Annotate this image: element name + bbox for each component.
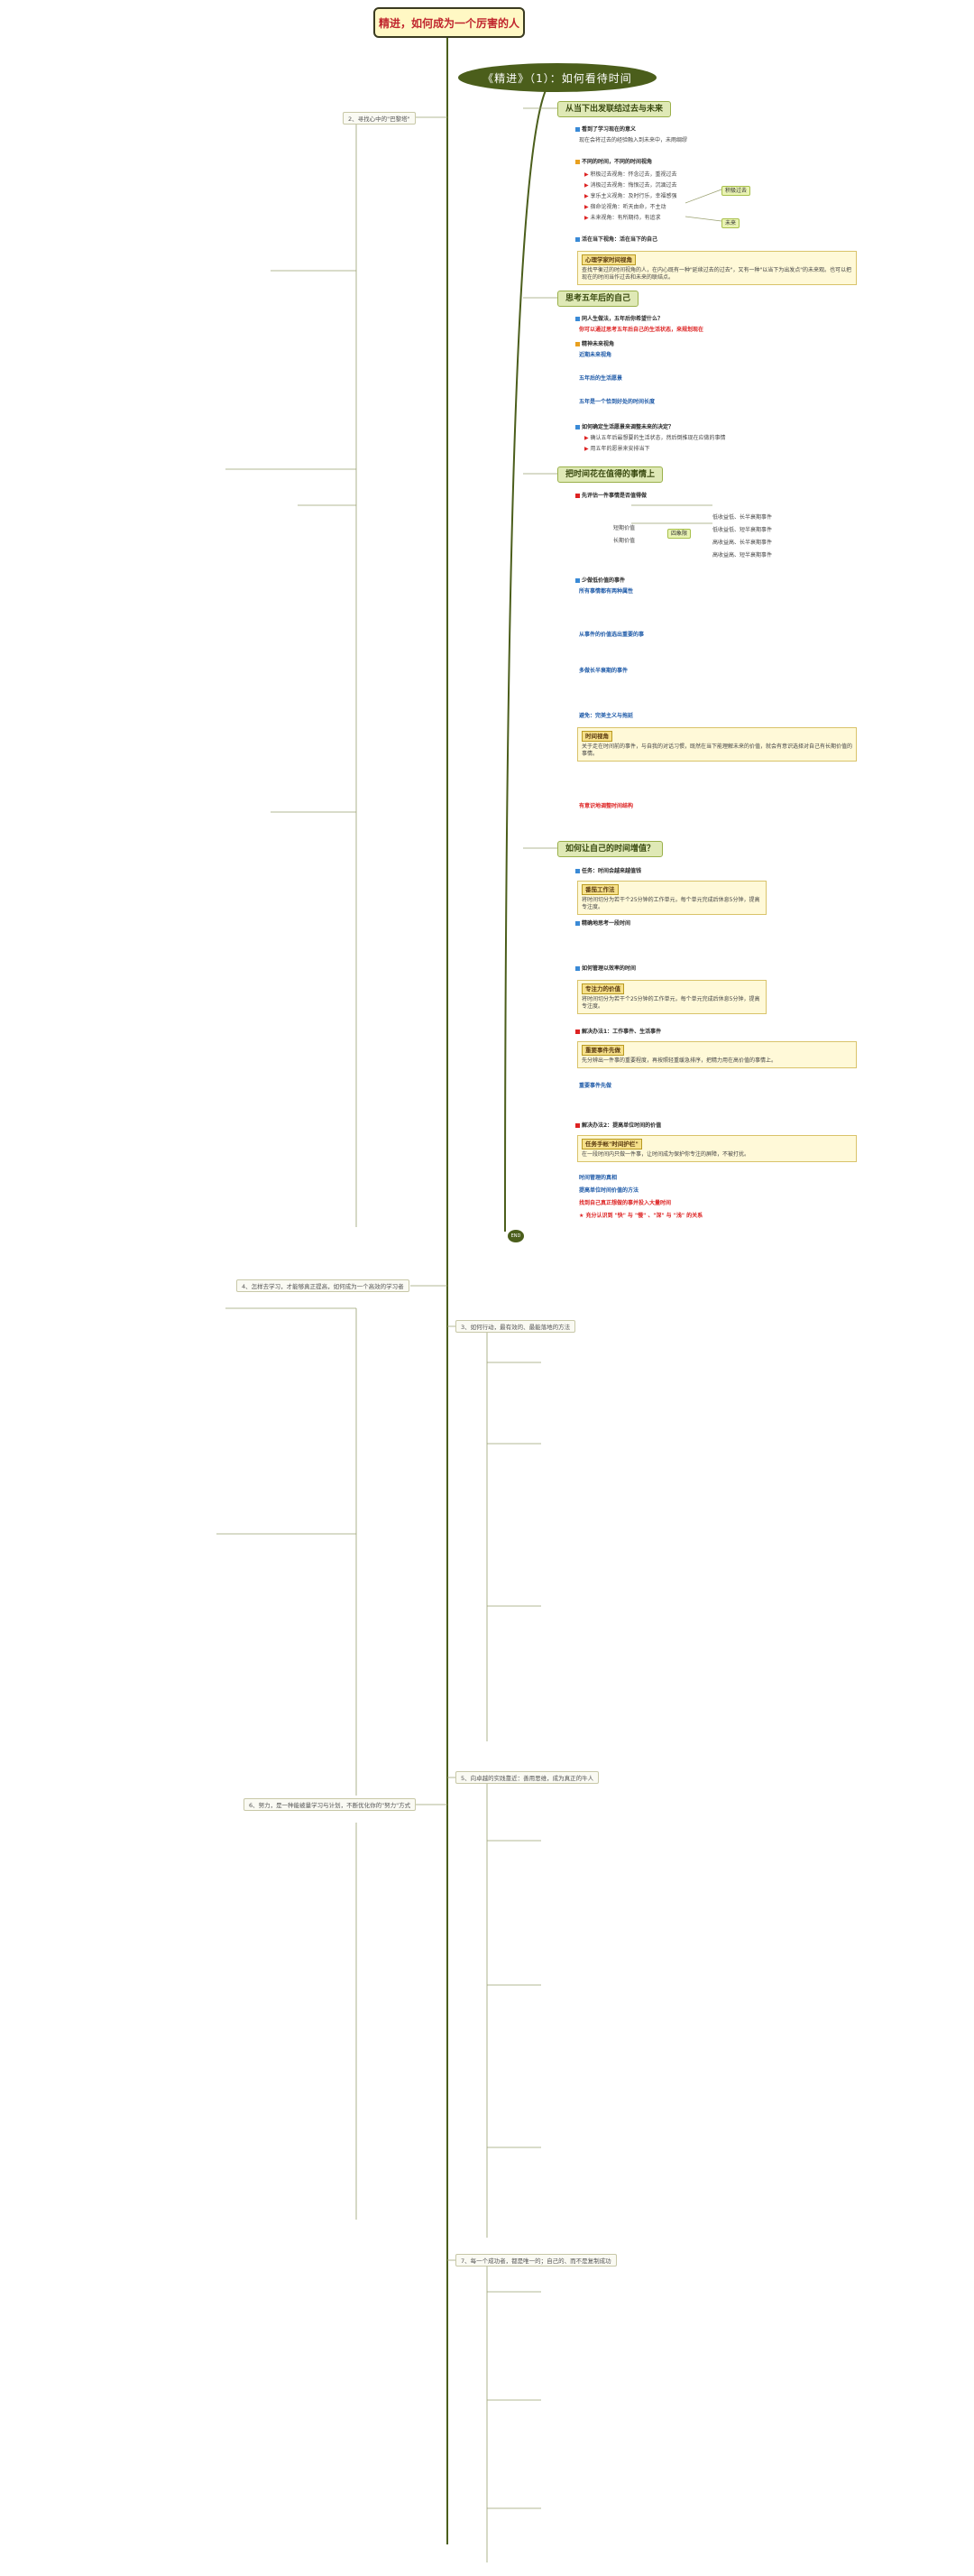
s3-quadrant: 四象限 <box>667 529 692 539</box>
s1-item-present: 活在当下视角：活在当下的自己 <box>575 236 657 244</box>
s3-q4: 高收益高、短半衰期事件 <box>712 552 773 559</box>
s3-two-attrs: 所有事情都有两种属性 <box>579 588 634 595</box>
s4-find: 找到自己真正想做的事并投入大量时间 <box>579 1200 672 1206</box>
s4-think: 精确地思考一段时间 <box>575 920 630 928</box>
s2-arrange: ▶ 用五年的愿景来安排当下 <box>584 446 650 452</box>
branch-excellence[interactable]: 5、向卓越的实践靠近：善用思维，成为真正的牛人 <box>455 1771 600 1784</box>
note-important-first: 重要事件先做先分辨出一件事的重要程度，再按照轻重缓急排序，把精力用在高价值的事情… <box>577 1041 857 1068</box>
branch-learning[interactable]: 4、怎样去学习，才能够真正提高，如何成为一个高效的学习者 <box>236 1279 409 1292</box>
note-time-view: 时间视角关于走在时间前的事件，与自我的对话习惯，既然在当下能理解未来的价值，就会… <box>577 727 857 762</box>
section-worth-time[interactable]: 把时间花在值得的事情上 <box>557 466 664 483</box>
s3-q1: 低收益低、长半衰期事件 <box>712 514 773 521</box>
s2-five-years-length: 五年是一个恰到好处的时间长度 <box>579 399 656 405</box>
s1-item-plan: 现在会将过去的经验融入到未来中，未雨绸缪 <box>579 137 688 143</box>
s2-how-decide: 如何确定生活愿景来调整未来的决定？ <box>575 424 674 431</box>
branch-find-tower[interactable]: 2、寻找心中的"巴黎塔" <box>343 112 416 125</box>
s3-q2: 低收益低、短半衰期事件 <box>712 527 773 533</box>
s4-solution2: 解决办法2：提高单位时间的价值 <box>575 1122 661 1130</box>
branch-action[interactable]: 3、如何行动，最有效的、最能落地的方法 <box>455 1320 576 1333</box>
s1-item-fatalism: ▶ 宿命论视角：听天由命，不主动 <box>584 204 666 210</box>
root-node[interactable]: 《精进》（1）：如何看待时间 <box>458 63 657 92</box>
s4-solution1: 解决办法1：工作事件、生活事件 <box>575 1029 661 1036</box>
note-guardrail: 任务手帐"时间护栏"在一段时间内只做一件事，让时间成为保护你专注的屏障，不被打扰… <box>577 1135 857 1162</box>
s1-item-meaning: 看到了学习现在的意义 <box>575 126 636 134</box>
s2-question: 同人生做法，五年后你希望什么？ <box>575 316 663 323</box>
section-five-years[interactable]: 思考五年后的自己 <box>557 291 639 307</box>
branch-effort[interactable]: 6、努力，是一种能被量学习与计划，不断优化你的"努力"方式 <box>244 1798 417 1811</box>
right-spine <box>504 77 558 1233</box>
s3-select: 从事件的价值选出重要的事 <box>579 632 645 638</box>
s3-short-value: 短期价值 <box>613 525 636 531</box>
s4-task: 任务：时间会越来越值钱 <box>575 868 641 875</box>
s3-long-value: 长期价值 <box>613 538 636 544</box>
section-time-value[interactable]: 如何让自己的时间增值？ <box>557 841 664 857</box>
branch-unique[interactable]: 7、每一个成功者，都是唯一的；自己的、而不是复制成功 <box>455 2254 617 2267</box>
note-time-perspective: 心理学家时间视角查找平衡过的时间视角的人，在内心既有一种"延续过去的过去"，又有… <box>577 251 857 285</box>
note-focus: 专注力的价值将时间切分为若干个25分钟的工作单元，每个单元完成后休息5分钟，提高… <box>577 980 767 1014</box>
s2-vision: 五年后的生活愿景 <box>579 375 623 382</box>
s1-item-hedonism: ▶ 享乐主义视角：及时行乐，幸福感强 <box>584 193 677 199</box>
s4-methods: 提高单位时间价值的方法 <box>579 1187 639 1194</box>
s1-item-future: ▶ 未来视角：有所期待，有追求 <box>584 215 661 221</box>
s2-tip: 你可以通过思考五年后自己的生活状态，来规划现在 <box>579 327 704 333</box>
s3-adjust: 有意识地调整时间结构 <box>579 803 634 809</box>
section-past-future[interactable]: 从当下出发联结过去与未来 <box>557 101 672 117</box>
s3-more-long: 多做长半衰期的事件 <box>579 668 629 674</box>
s3-less-low: 少做低价值的事件 <box>575 577 625 585</box>
s1-item-negative-past: ▶ 消极过去视角：悔恨过去，沉湎过去 <box>584 182 677 189</box>
tag-positive-past: 积极过去 <box>721 186 751 196</box>
s1-item-positive-past: ▶ 积极过去视角：怀念过去，重视过去 <box>584 171 677 178</box>
map-title: 精进，如何成为一个厉害的人 <box>373 7 525 38</box>
s4-manage: 如何管理以效率的时间 <box>575 965 636 973</box>
s2-backtrack: ▶ 确认五年后最想要的生活状态，然后倒推现在应做的事情 <box>584 435 726 441</box>
s2-near-future: 近期未来视角 <box>579 352 612 358</box>
s4-truth: 时间管理的真相 <box>579 1175 618 1181</box>
s4-relation: ★ 充分认识到 "快" 与 "慢" 、"深" 与 "浅" 的关系 <box>579 1213 703 1219</box>
s2-spiritual: 精神未来视角 <box>575 341 614 348</box>
tag-future: 未来 <box>721 218 740 228</box>
s3-avoid: 避免：完美主义与拖延 <box>579 713 634 719</box>
s1-item-perspectives: 不同的时间，不同的时间视角 <box>575 159 652 166</box>
end-node: END <box>508 1230 524 1242</box>
s3-q3: 高收益高、长半衰期事件 <box>712 540 773 546</box>
s4-important: 重要事件先做 <box>579 1083 612 1089</box>
note-pomodoro: 番茄工作法将时间切分为若干个25分钟的工作单元，每个单元完成后休息5分钟，提高专… <box>577 881 767 915</box>
s3-evaluate: 先评估一件事情是否值得做 <box>575 493 647 500</box>
